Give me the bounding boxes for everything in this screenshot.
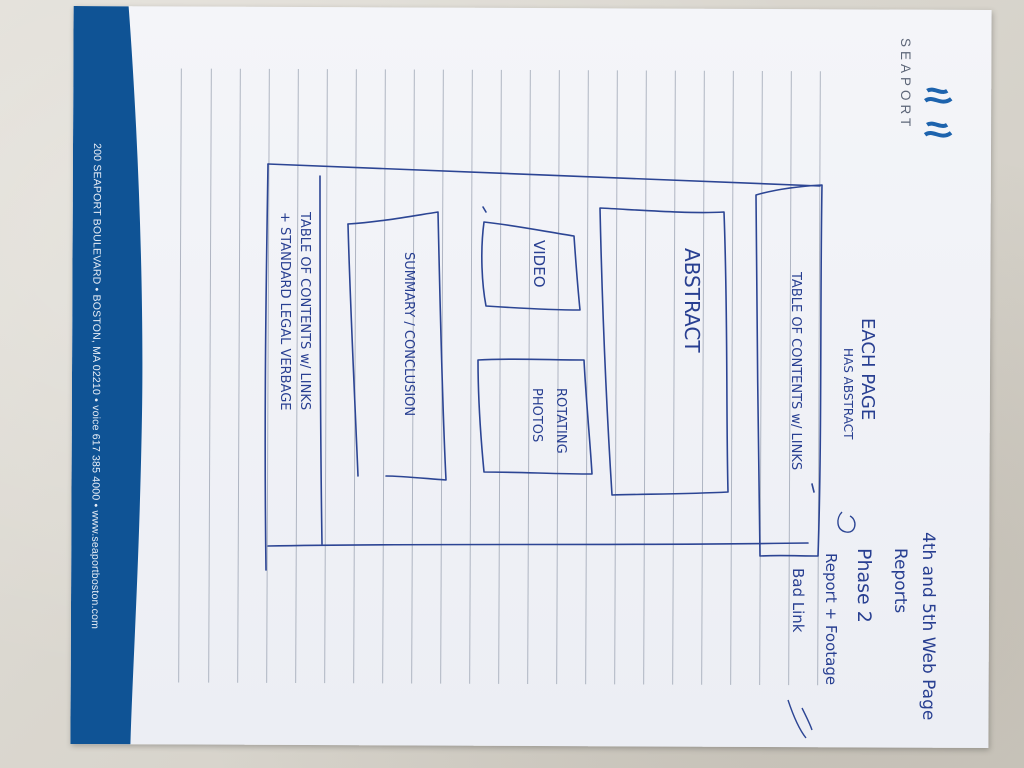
wireframe-video: VIDEO	[530, 240, 548, 288]
summary-box	[347, 211, 447, 481]
stray-mark	[482, 206, 487, 213]
outer-frame-bottom	[267, 542, 809, 547]
video-box	[481, 221, 581, 311]
toc-footer-divider	[319, 175, 323, 545]
wireframe-summary: SUMMARY / CONCLUSION	[401, 252, 416, 417]
note-report-footage: Report + Footage	[822, 553, 840, 686]
bad-link-arrow	[801, 707, 813, 731]
stray-mark	[811, 483, 815, 493]
letterhead-band	[70, 6, 143, 745]
toc-header-box	[755, 184, 823, 557]
wireframe-rotating-photos: ROTATING PHOTOS	[529, 388, 568, 454]
note-bad-link: Bad Link	[789, 568, 807, 633]
note-phase: Phase 2	[853, 548, 875, 623]
note-reports: Reports	[890, 548, 910, 614]
outer-frame-top	[267, 163, 821, 187]
wireframe-toc-bottom-line1: TABLE OF CONTENTS w/ LINKS	[297, 212, 312, 411]
seaport-logo-icon	[923, 87, 953, 138]
rotating-photos-box	[477, 358, 593, 475]
outer-frame-left	[264, 163, 269, 571]
note-each-page: EACH PAGE	[857, 318, 878, 421]
asterisk-mark	[837, 511, 856, 533]
bad-link-arrow	[787, 699, 807, 739]
wireframe-abstract: ABSTRACT	[680, 248, 704, 353]
note-has-abstract: HAS ABSTRACT	[841, 348, 855, 440]
abstract-box	[599, 207, 729, 496]
wireframe-toc-bottom-line2: + STANDARD LEGAL VERBAGE	[277, 212, 292, 411]
ruled-lines	[178, 68, 821, 686]
letterhead-paper: 200 SEAPORT BOULEVARD • BOSTON, MA 02210…	[70, 6, 992, 748]
note-top-heading: 4th and 5th Web Page	[918, 532, 938, 721]
summary-box-left	[347, 223, 359, 477]
wireframe-toc-top: TABLE OF CONTENTS w/ LINKS	[788, 272, 803, 471]
